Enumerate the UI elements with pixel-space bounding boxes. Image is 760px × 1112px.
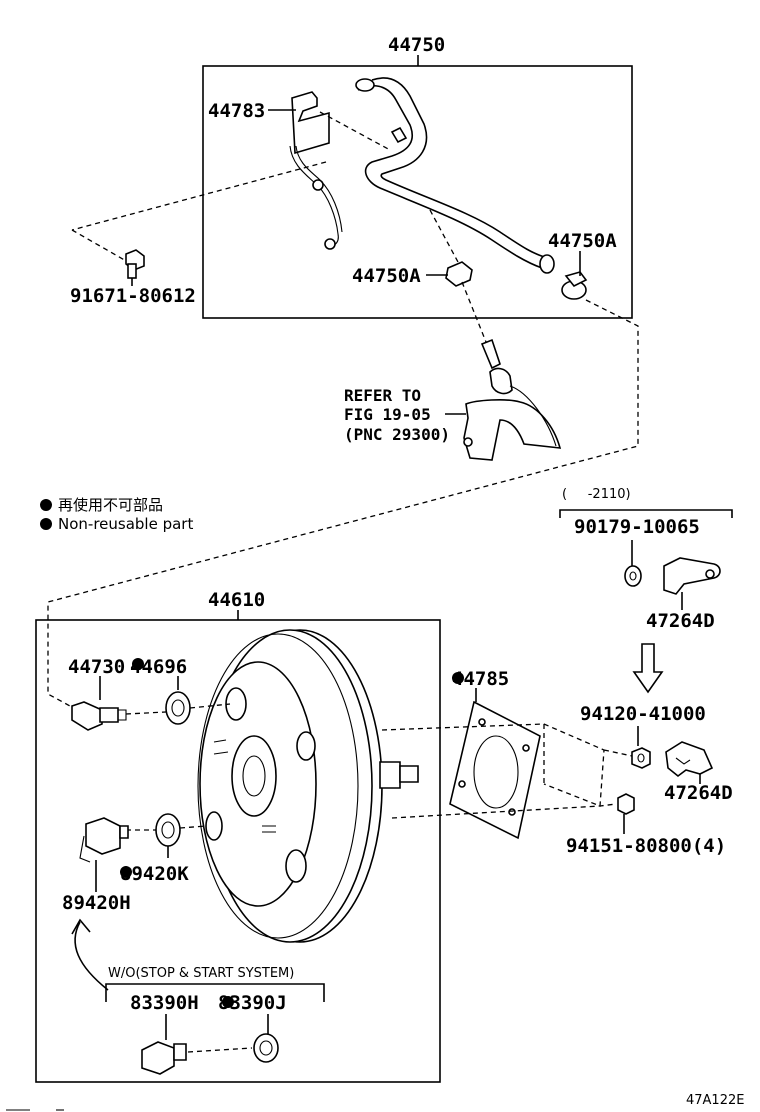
grommet	[165, 691, 191, 725]
gasket	[449, 700, 541, 840]
label-44750: 44750	[388, 34, 445, 56]
legend-bullet-jp	[40, 499, 52, 511]
label-90179-10065: 90179-10065	[574, 516, 700, 538]
bullet-44785	[452, 672, 464, 684]
label-44610: 44610	[208, 589, 265, 611]
range-note: ( -2110)	[562, 487, 631, 502]
label-89420K: 89420K	[120, 863, 189, 885]
sensor-grommet	[155, 813, 181, 847]
down-arrow-icon	[632, 643, 664, 694]
booster-assembly-group: 44610 44730	[35, 589, 441, 1083]
switch-gasket	[253, 1033, 279, 1063]
label-83390J: 83390J	[218, 992, 287, 1014]
hose-bracket	[289, 91, 343, 250]
legend-jp: 再使用不可部品	[58, 496, 163, 514]
refer-line1: REFER TO	[344, 386, 421, 405]
label-44750A-upper: 44750A	[548, 230, 617, 252]
nut-2110	[624, 565, 642, 587]
label-44783: 44783	[208, 100, 265, 122]
nut	[631, 747, 651, 769]
booster-nut	[617, 793, 635, 815]
legend-bullet-en	[40, 518, 52, 530]
label-47264D-upper: 47264D	[646, 610, 715, 632]
legend-en: Non-reusable part	[58, 515, 193, 533]
label-44785: 44785	[452, 668, 509, 690]
vacuum-hose	[357, 84, 543, 269]
label-89420H: 89420H	[62, 892, 131, 914]
label-94120-41000: 94120-41000	[580, 703, 706, 725]
hose-assembly-group: 44750 44783 44750A 44750A	[71, 34, 633, 319]
refer-part	[463, 338, 562, 461]
wo-ss-note: W/O(STOP & START SYSTEM)	[108, 966, 294, 981]
check-valve	[71, 701, 127, 731]
vacuum-sensor	[79, 817, 129, 863]
bullet-89420K	[120, 866, 132, 878]
bracket	[665, 741, 714, 778]
switch	[141, 1041, 187, 1075]
bracket-2110	[663, 557, 721, 595]
refer-line3: (PNC 29300)	[344, 425, 450, 444]
brake-booster	[197, 629, 419, 943]
bullet-83390J	[222, 996, 234, 1008]
label-83390H: 83390H	[130, 992, 199, 1014]
bullet-44696	[132, 658, 144, 670]
figure-id: 47A122E	[686, 1093, 744, 1108]
label-91671-80612: 91671-80612	[70, 285, 196, 307]
bolt	[125, 249, 145, 279]
up-arrow-icon	[74, 921, 109, 991]
refer-line2: FIG 19-05	[344, 405, 431, 424]
label-47264D-lower: 47264D	[664, 782, 733, 804]
hose-clamp-upper	[561, 271, 588, 300]
label-44696: 44696	[130, 656, 187, 678]
label-44730: 44730	[68, 656, 125, 678]
hose-clamp-lower	[445, 261, 473, 287]
label-94151-80800: 94151-80800(4)	[566, 835, 726, 857]
label-44750A-lower: 44750A	[352, 265, 421, 287]
